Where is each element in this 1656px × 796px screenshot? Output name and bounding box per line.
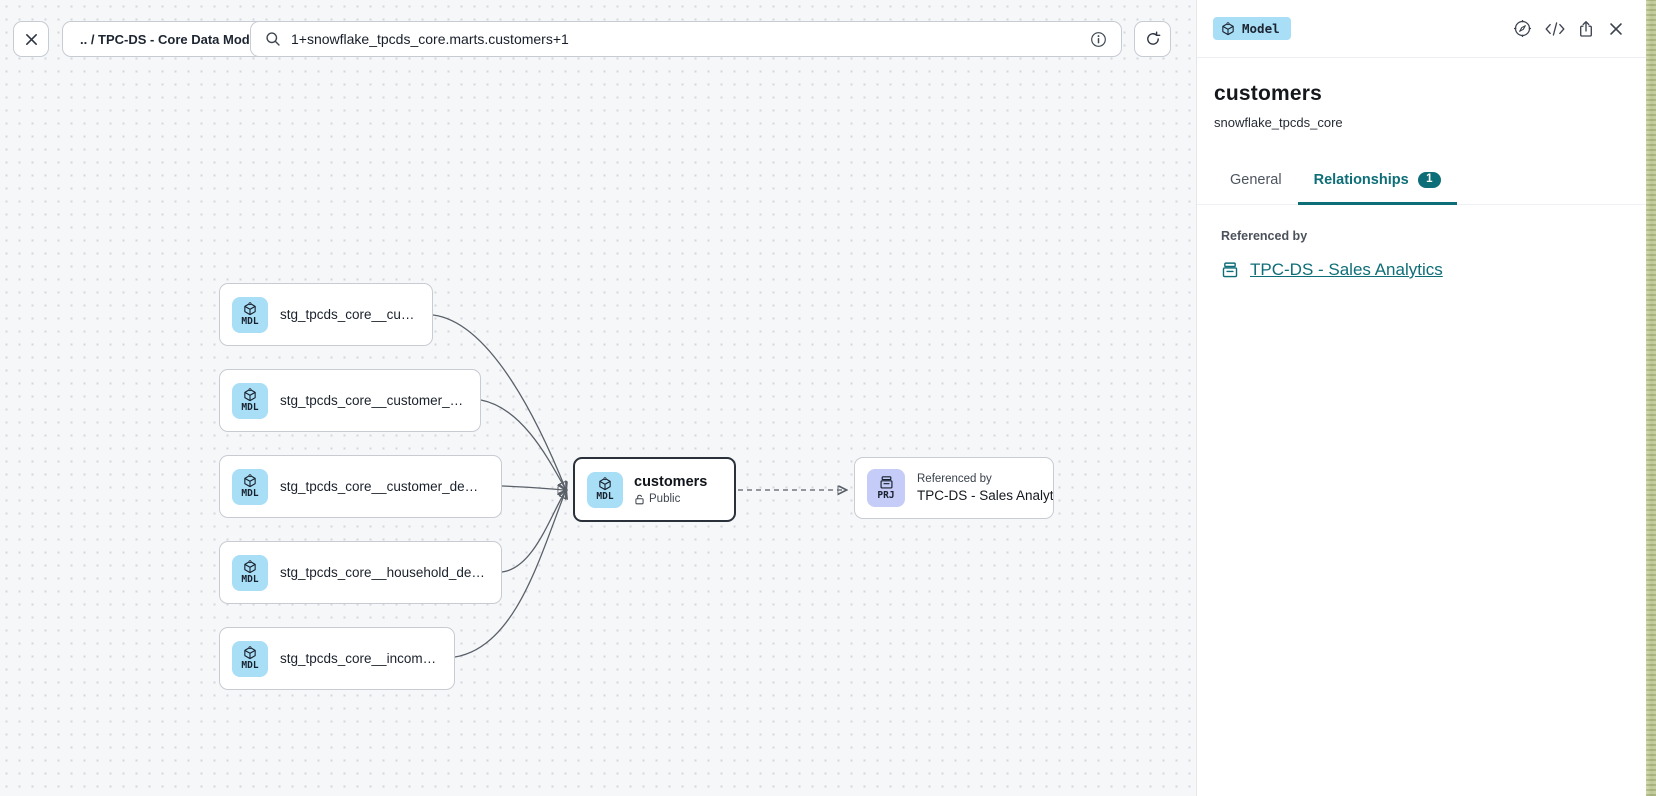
- refresh-lineage-button[interactable]: [1134, 21, 1171, 57]
- cube-icon: [598, 477, 612, 491]
- info-icon[interactable]: [1090, 31, 1107, 48]
- referenced-by-section: Referenced by TPC-DS - Sales Analytics: [1197, 205, 1646, 280]
- node-stg-tpcds-core-household-demographics[interactable]: MDL stg_tpcds_core__household_demogr…: [219, 541, 502, 604]
- share-button[interactable]: [1578, 20, 1594, 38]
- search-input[interactable]: [291, 31, 1080, 47]
- focus-lineage-button[interactable]: [1513, 19, 1532, 38]
- schema-subtitle: snowflake_tpcds_core: [1214, 115, 1343, 130]
- referenced-by-link[interactable]: TPC-DS - Sales Analytics: [1250, 260, 1443, 279]
- close-icon: [1607, 20, 1625, 38]
- node-label: stg_tpcds_core__customer_demogra…: [280, 479, 489, 494]
- cube-icon: [243, 474, 257, 488]
- project-type-badge: PRJ: [867, 469, 905, 507]
- compass-icon: [1513, 19, 1532, 38]
- node-title: customers: [634, 474, 708, 490]
- search-icon: [265, 31, 281, 47]
- model-type-badge: MDL: [587, 471, 623, 508]
- model-type-badge: MDL: [232, 554, 268, 591]
- project-icon: [1221, 261, 1239, 279]
- node-label: stg_tpcds_core__household_demogr…: [280, 565, 489, 580]
- relationships-count-badge: 1: [1417, 171, 1442, 189]
- details-panel: Model customers snowflake_tpcds_core Gen…: [1196, 0, 1646, 796]
- cube-icon: [243, 302, 257, 316]
- lineage-search-bar[interactable]: [250, 21, 1122, 57]
- cube-icon: [243, 388, 257, 402]
- node-referenced-project[interactable]: PRJ Referenced by TPC-DS - Sales Analyti…: [854, 457, 1054, 519]
- close-panel-button[interactable]: [1607, 20, 1625, 38]
- refresh-icon: [1145, 31, 1161, 47]
- project-icon: [879, 475, 894, 490]
- model-type-badge: MDL: [232, 296, 268, 333]
- node-stg-tpcds-core-customer[interactable]: MDL stg_tpcds_core__customer: [219, 283, 433, 346]
- desktop-edge-artifact: [1646, 0, 1656, 796]
- breadcrumb[interactable]: .. / TPC-DS - Core Data Models: [62, 21, 286, 57]
- breadcrumb-label: .. / TPC-DS - Core Data Models: [80, 31, 268, 47]
- close-icon: [23, 31, 40, 48]
- model-type-badge: MDL: [232, 640, 268, 677]
- node-stg-tpcds-core-customer-demographics[interactable]: MDL stg_tpcds_core__customer_demogra…: [219, 455, 502, 518]
- node-label: TPC-DS - Sales Analytics: [917, 488, 1054, 503]
- model-type-chip: Model: [1213, 17, 1291, 40]
- tab-general[interactable]: General: [1230, 172, 1282, 188]
- share-icon: [1578, 20, 1594, 38]
- node-label: stg_tpcds_core__income_band: [280, 651, 442, 666]
- view-code-button[interactable]: [1545, 22, 1565, 36]
- code-icon: [1545, 22, 1565, 36]
- unlock-icon: [634, 494, 645, 505]
- model-type-badge: MDL: [232, 382, 268, 419]
- node-kicker: Referenced by: [917, 473, 992, 485]
- referenced-by-heading: Referenced by: [1221, 229, 1308, 243]
- cube-icon: [1221, 22, 1235, 36]
- node-stg-tpcds-core-income-band[interactable]: MDL stg_tpcds_core__income_band: [219, 627, 455, 690]
- node-label: stg_tpcds_core__customer: [280, 307, 420, 322]
- page-title: customers: [1214, 82, 1323, 105]
- cube-icon: [243, 560, 257, 574]
- panel-tabs: General Relationships 1: [1197, 158, 1646, 205]
- node-customers-selected[interactable]: MDL customers Public: [573, 457, 736, 522]
- tab-relationships[interactable]: Relationships 1: [1297, 158, 1458, 205]
- lineage-edges: [432, 314, 1196, 658]
- cube-icon: [243, 646, 257, 660]
- node-stg-tpcds-core-customer-address[interactable]: MDL stg_tpcds_core__customer_address: [219, 369, 481, 432]
- close-lineage-button[interactable]: [13, 21, 49, 57]
- model-type-badge: MDL: [232, 468, 268, 505]
- node-label: stg_tpcds_core__customer_address: [280, 393, 468, 408]
- panel-header: Model: [1197, 0, 1646, 58]
- node-access: Public: [634, 493, 707, 505]
